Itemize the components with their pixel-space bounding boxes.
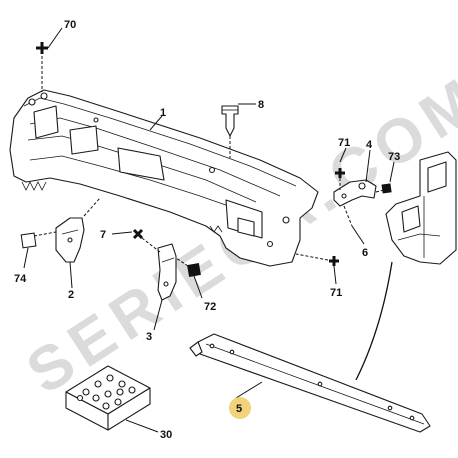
callout-1: 1	[160, 107, 166, 119]
plus-marker-70	[36, 42, 48, 54]
callout-6: 6	[362, 247, 368, 259]
callout-8: 8	[258, 99, 264, 111]
callout-74: 74	[14, 273, 27, 285]
fastener-kit-part-30	[65, 365, 151, 431]
callout-4: 4	[366, 139, 373, 151]
callout-71-bottom: 71	[330, 287, 342, 299]
callout-71-top: 71	[338, 137, 350, 149]
bar-part-5	[189, 333, 431, 433]
bracket-part-3	[157, 243, 177, 301]
callout-5-highlight	[229, 397, 251, 419]
front-panel-part	[9, 89, 319, 267]
callout-2: 2	[68, 289, 74, 301]
bracket-part-4	[333, 179, 377, 207]
callout-5: 5	[236, 403, 242, 415]
callout-72: 72	[204, 301, 216, 313]
plus-marker-7	[132, 228, 144, 240]
plus-marker-71a	[335, 168, 345, 178]
callout-3: 3	[146, 331, 152, 343]
adjacent-structure	[385, 151, 457, 265]
part-72-square	[187, 263, 201, 277]
leader-lines	[23, 27, 395, 433]
bracket-part-2	[55, 217, 85, 263]
callout-30: 30	[160, 429, 172, 441]
part-73-square	[381, 183, 392, 194]
callout-7: 7	[100, 229, 106, 241]
callout-73: 73	[388, 151, 400, 163]
callout-70: 70	[64, 19, 76, 31]
part-74-square	[20, 232, 37, 249]
plus-marker-71b	[329, 256, 339, 266]
clip-part-8	[221, 105, 239, 137]
